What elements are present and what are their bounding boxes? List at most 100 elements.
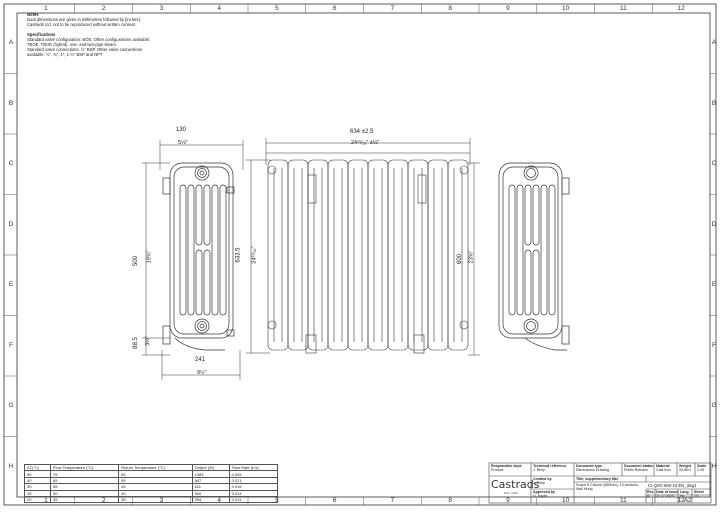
table-cell: 40 [118, 489, 193, 497]
side-height-dim-in: 19⅝" [146, 250, 153, 264]
grid-col-label: 5 [275, 4, 279, 12]
side-view-right [498, 162, 570, 351]
table-cell: 45 [118, 483, 193, 491]
grid-col-label: 9 [506, 497, 510, 504]
grid-row-label: D [8, 220, 14, 228]
grid-row-label: H [8, 462, 14, 470]
tb-title: Svace 6 Column (660mm), 10 sections, Wal… [576, 483, 639, 492]
tb-responsible-dept: Responsible dept.Product [491, 464, 522, 473]
grid-col-label: 12 [677, 497, 685, 504]
table-cell: 0.016 [228, 483, 279, 491]
grid-col-label: 3 [159, 4, 164, 12]
grid-col-label: 7 [390, 497, 395, 504]
grid-col-label: 2 [101, 4, 106, 12]
spec-line-1: Standard valve configuration: BOE. Other… [27, 37, 151, 42]
grid-row-label: F [712, 341, 716, 349]
grid-row-label: E [8, 281, 14, 289]
spec-line-2: TBOE, TBOE (hybrid), one- and two-pipe s… [27, 42, 117, 47]
grid-col-label: 11 [620, 497, 627, 504]
side-width-dim-in: 5⅛" [178, 140, 188, 146]
castrads-logo-sub: EST. 2000 [504, 491, 518, 495]
grid-row-label: A [8, 39, 14, 47]
front-width-dim: 634 ±2.5 [350, 129, 374, 135]
table-cell: 0.026 [228, 470, 279, 478]
grid-row-label: G [711, 402, 717, 410]
notes-heading: Notes [27, 12, 39, 17]
grid-row-label: B [8, 99, 14, 107]
grid-row-label: B [711, 99, 717, 107]
front-inner-height-dim-in: 23⅝" [468, 250, 475, 264]
grid-col-label: 8 [448, 497, 452, 504]
tb-title-label: Title, supplementary title [576, 477, 619, 481]
grid-col-label: 8 [448, 4, 452, 12]
side-height-dim: 500 [133, 255, 140, 267]
grid-row-label: C [8, 160, 14, 168]
side-feet-dim: 88.5 [132, 337, 139, 349]
grid-row-label: E [711, 281, 717, 289]
side-view-left [162, 162, 235, 351]
front-inner-height-dim: 600 [457, 253, 464, 265]
table-header-cell: Flow Rate (L/s) [228, 463, 279, 472]
grid-row-label: F [9, 341, 13, 349]
front-height-dim: 633.5 [235, 247, 242, 263]
notes-block: Notes Dual dimensions are given in milli… [27, 12, 177, 57]
grid-col-label: 6 [332, 497, 337, 504]
table-cell: 35 [118, 495, 193, 504]
table-cell: 20 [23, 495, 52, 504]
notes-line-2: Castrads Ltd. not to be reproduced witho… [27, 22, 137, 27]
output-table: ΔT(°C)Flow Temperature (°C)Return Temper… [23, 463, 279, 504]
spec-line-4: available: ½", ¾", 1", 1-½" BSP and NPT [27, 52, 103, 57]
table-cell: 55 [118, 476, 193, 485]
grid-col-label: 1 [44, 4, 48, 12]
side-foot-width-dim-in: 9½" [197, 370, 207, 376]
side-foot-width-dim: 241 [195, 357, 206, 363]
grid-row-label: A [711, 39, 717, 47]
table-cell: 45 [50, 495, 120, 504]
side-feet-dim-in: 3½" [144, 336, 151, 346]
spec-heading: Specifications [27, 32, 56, 37]
table-cell: 0.021 [228, 476, 279, 485]
grid-col-label: 9 [506, 4, 510, 12]
spec-line-3: Standard valve connections: ½" BSP. Othe… [27, 47, 143, 52]
grid-col-label: 11 [620, 4, 627, 12]
grid-col-label: 7 [390, 4, 395, 12]
tb-paper-size: A2 [684, 498, 692, 504]
front-height-dim-in: 24¹⁵⁄₁₆" [251, 246, 258, 264]
grid-col-label: 4 [217, 4, 221, 12]
grid-col-label: 12 [677, 4, 685, 12]
table-cell: 65 [118, 470, 193, 478]
tb-doc-number: CI-QSC-660-10-EN_dwg1 [648, 483, 697, 488]
grid-row-label: D [711, 220, 717, 228]
front-view [267, 159, 469, 354]
grid-row-label: H [711, 462, 717, 470]
table-cell: 0.014 [228, 489, 279, 497]
side-width-dim: 130 [176, 127, 187, 133]
table-header-row: ΔT(°C)Flow Temperature (°C)Return Temper… [23, 463, 279, 472]
castrads-logo: Castrads [491, 478, 540, 491]
table-header-cell: Return Temperature (°C) [118, 463, 193, 472]
grid-row-label: G [8, 402, 14, 410]
tb-rev: Rev.A [647, 490, 655, 499]
grid-col-label: 10 [562, 497, 570, 504]
grid-row-label: C [711, 160, 717, 168]
tb-lang: Lang.en [680, 490, 690, 499]
table-cell: 394 [191, 495, 230, 504]
grid-col-label: 10 [562, 4, 570, 12]
front-width-dim-in: 24¹⁵⁄₁₆" ±⅛" [351, 140, 380, 146]
grid-col-label: 6 [332, 4, 337, 12]
